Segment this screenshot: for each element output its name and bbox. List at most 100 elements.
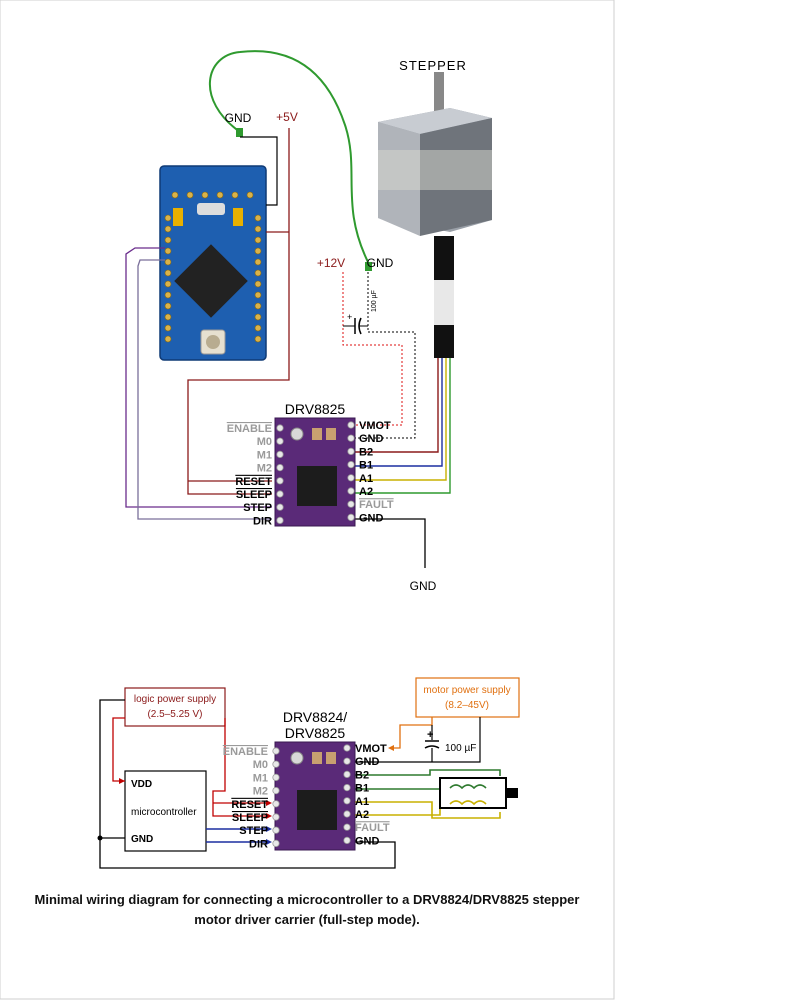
pin-label-left-6: STEP bbox=[243, 502, 272, 514]
mcu-name-label: microcontroller bbox=[131, 807, 197, 818]
board-hole bbox=[254, 291, 262, 299]
pin-hole-right-3 bbox=[347, 460, 355, 469]
pin-hole-left-3 bbox=[276, 463, 284, 472]
plus12v-wire bbox=[342, 272, 403, 426]
pin-hole-right-7 bbox=[343, 836, 351, 845]
pin-label-right-1: GND bbox=[355, 756, 380, 768]
stepper-wire-a2 bbox=[355, 358, 451, 494]
bottom-ground-loop bbox=[99, 699, 396, 869]
pin-label-left-2: M1 bbox=[253, 772, 268, 784]
stepper-motor-image bbox=[378, 72, 492, 358]
board-hole bbox=[186, 191, 194, 199]
mcu-vdd-label: VDD bbox=[131, 779, 152, 790]
pin-label-right-7: GND bbox=[355, 835, 380, 847]
pin-label-left-3: M2 bbox=[253, 786, 268, 798]
board-hole bbox=[246, 191, 254, 199]
board-hole bbox=[201, 191, 209, 199]
pin-label-left-6: STEP bbox=[239, 825, 268, 837]
pin-hole-left-7 bbox=[272, 839, 280, 848]
drv8825-board-top bbox=[274, 417, 356, 527]
pin-label-left-7: DIR bbox=[249, 838, 268, 850]
pin-hole-right-2 bbox=[347, 447, 355, 455]
pin-label-right-5: A2 bbox=[355, 809, 369, 821]
pin-hole-left-0 bbox=[272, 747, 280, 755]
stepper-wire-a1 bbox=[355, 358, 447, 481]
board-hole bbox=[254, 225, 262, 233]
pin-hole-right-4 bbox=[347, 474, 355, 482]
pin-hole-left-1 bbox=[272, 760, 280, 768]
board-hole bbox=[164, 313, 172, 321]
board-hole bbox=[254, 236, 262, 244]
pin-label-right-5: A2 bbox=[359, 486, 373, 498]
pin-label-right-2: B2 bbox=[355, 769, 369, 781]
bottom-cap-wires bbox=[355, 717, 481, 763]
motor-gnd-wire bbox=[355, 272, 416, 439]
gnd-top-label: GND bbox=[225, 111, 252, 125]
board-hole bbox=[164, 291, 172, 299]
pin-label-left-3: M2 bbox=[257, 463, 272, 475]
pin-label-left-7: DIR bbox=[253, 515, 272, 527]
pin-label-left-5: SLEEP bbox=[232, 812, 268, 824]
board-hole bbox=[164, 280, 172, 288]
dir-wire bbox=[137, 259, 272, 520]
pin-hole-right-6 bbox=[347, 500, 355, 508]
board-hole bbox=[254, 214, 262, 222]
stepper-label: STEPPER bbox=[399, 58, 467, 73]
pin-label-left-4: RESET bbox=[235, 476, 272, 488]
pin-label-right-6: FAULT bbox=[355, 822, 390, 834]
driver-title-top: DRV8825 bbox=[285, 401, 346, 417]
pin-label-left-0: ENABLE bbox=[223, 746, 268, 758]
pin-label-right-7: GND bbox=[359, 512, 384, 524]
gnd-bottom-label: GND bbox=[410, 579, 437, 593]
motor-supply-title: motor power supply bbox=[423, 685, 510, 696]
board-hole bbox=[164, 258, 172, 266]
pin-hole-right-0 bbox=[343, 744, 351, 752]
board-hole bbox=[216, 191, 224, 199]
cap-label-bottom: 100 µF bbox=[445, 743, 476, 754]
pin-label-left-1: M0 bbox=[257, 436, 272, 448]
board-hole bbox=[254, 280, 262, 288]
pin-hole-left-6 bbox=[272, 826, 280, 834]
pin-label-right-2: B2 bbox=[359, 446, 373, 458]
pin-hole-right-2 bbox=[343, 770, 351, 779]
pin-hole-right-5 bbox=[343, 810, 351, 818]
gnd-green-wire bbox=[209, 50, 369, 263]
motor-supply-box bbox=[415, 677, 520, 718]
bottom-a1-wire bbox=[355, 801, 501, 819]
board-hole bbox=[171, 191, 179, 199]
board-hole bbox=[254, 247, 262, 255]
plus5v-label: +5V bbox=[276, 110, 298, 124]
figure-caption: Minimal wiring diagram for connecting a … bbox=[0, 890, 614, 930]
stepper-wire-b2 bbox=[355, 358, 439, 453]
capacitor-top: + bbox=[343, 312, 368, 335]
pin-label-left-2: M1 bbox=[257, 449, 272, 461]
board-hole bbox=[231, 191, 239, 199]
board-hole bbox=[164, 225, 172, 233]
pin-hole-right-7 bbox=[347, 513, 355, 522]
logic-supply-box bbox=[124, 687, 226, 727]
board-hole bbox=[164, 335, 172, 343]
bottom-motor-symbol bbox=[439, 777, 518, 809]
pin-label-left-1: M0 bbox=[253, 759, 268, 771]
arduino-pro-mini-board bbox=[159, 165, 267, 361]
board-hole bbox=[164, 269, 172, 277]
mcu-gnd-label: GND bbox=[131, 834, 153, 845]
board-hole bbox=[254, 335, 262, 343]
pin-label-left-0: ENABLE bbox=[227, 423, 272, 435]
step-wire bbox=[125, 247, 272, 508]
pin-hole-right-3 bbox=[343, 783, 351, 792]
pin-label-left-5: SLEEP bbox=[236, 489, 272, 501]
pin-hole-left-6 bbox=[276, 503, 284, 511]
cap-plus-sign: + bbox=[427, 729, 433, 741]
logic-supply-title: logic power supply bbox=[134, 694, 216, 705]
cap-label-top: 100 µF bbox=[371, 290, 378, 312]
caption-line-1: Minimal wiring diagram for connecting a … bbox=[34, 892, 580, 907]
motor-supply-range: (8.2–45V) bbox=[445, 700, 489, 711]
plus12v-label: +12V bbox=[317, 256, 345, 270]
board-pin-holes-left bbox=[164, 214, 172, 343]
pin-hole-right-0 bbox=[347, 421, 355, 429]
bottom-vmot-wire bbox=[392, 717, 433, 749]
